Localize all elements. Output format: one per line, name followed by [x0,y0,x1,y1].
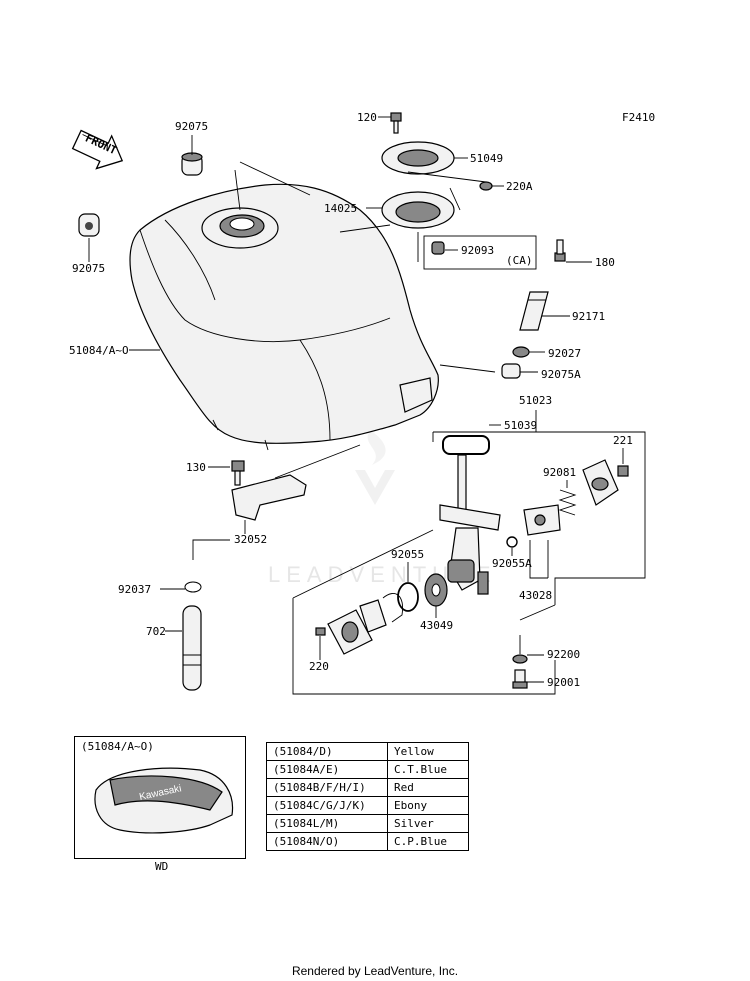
color-name-cell: Silver [387,814,469,833]
clip-92037 [184,581,202,593]
callout-221: 221 [613,434,633,447]
table-row: (51084B/F/H/I) Red [266,778,469,797]
callout-92093: 92093 [461,244,494,257]
color-table: (51084/D) Yellow (51084A/E) C.T.Blue (51… [266,742,469,851]
callout-92055A: 92055A [492,557,532,570]
callout-92055: 92055 [391,548,424,561]
inset-tank-decal: Kawasaki [94,767,234,834]
color-code-cell: (51084A/E) [266,760,388,779]
color-code-cell: (51084/D) [266,742,388,761]
callout-92001: 92001 [547,676,580,689]
color-code-cell: (51084B/F/H/I) [266,778,388,797]
table-row: (51084/D) Yellow [266,742,469,761]
diaphragm-43049 [424,573,448,607]
callout-ca: (CA) [506,254,533,267]
color-code-cell: (51084C/G/J/K) [266,796,388,815]
bolt-120 [390,112,402,134]
callout-92027: 92027 [548,347,581,360]
screw-221 [617,465,629,477]
callout-92171: 92171 [572,310,605,323]
callout-92200: 92200 [547,648,580,661]
callout-92075-top: 92075 [175,120,208,133]
color-code-cell: (51084L/M) [266,814,388,833]
oring-92055A [506,536,518,548]
callout-92037: 92037 [118,583,151,596]
callout-32052: 32052 [234,533,267,546]
callout-43049: 43049 [420,619,453,632]
cap-51049 [381,141,455,175]
cap-base-14025 [381,191,455,229]
footer-credit: Rendered by LeadVenture, Inc. [291,964,459,978]
gasket-51039 [442,435,490,455]
washer-92027 [512,346,530,358]
callout-130: 130 [186,461,206,474]
spring-92081 [558,489,577,516]
callout-92075A: 92075A [541,368,581,381]
table-row: (51084L/M) Silver [266,814,469,833]
watermark-logo [355,430,395,505]
fuel-tank [129,183,439,451]
callout-51023: 51023 [519,394,552,407]
callout-92075-left: 92075 [72,262,105,275]
bracket-32052 [231,474,307,521]
bolt-92001 [512,669,528,689]
callout-92081: 92081 [543,466,576,479]
screw-220 [315,627,326,636]
inset-caption: WD [155,860,169,873]
damper-92075-top [181,152,203,176]
table-row: (51084N/O) C.P.Blue [266,832,469,851]
callout-51084: 51084/A~O [69,344,129,357]
color-name-cell: Yellow [387,742,469,761]
front-arrow-icon [71,129,124,170]
hose-702 [182,605,202,691]
color-name-cell: Ebony [387,796,469,815]
callout-14025: 14025 [324,202,357,215]
screw-220A [479,181,493,191]
lever-plate [582,459,619,506]
color-code-cell: (51084N/O) [266,832,388,851]
color-name-cell: C.T.Blue [387,760,469,779]
callout-702: 702 [146,625,166,638]
bolt-130 [231,460,245,486]
callout-51049: 51049 [470,152,503,165]
gasket-plate [327,593,403,655]
inset-panel: (51084/A~O) [74,736,246,859]
callout-180: 180 [595,256,615,269]
callout-43028: 43028 [519,589,552,602]
plate-43028 [523,504,561,536]
inset-title: (51084/A~O) [81,740,154,753]
callout-51039: 51039 [504,419,537,432]
color-name-cell: C.P.Blue [387,832,469,851]
drain-92093 [431,241,445,255]
table-row: (51084C/G/J/K) Ebony [266,796,469,815]
callout-220A: 220A [506,180,533,193]
figure-code: F2410 [622,111,655,124]
collar-92171 [519,291,549,331]
fuel-cock-body [439,454,501,595]
ca-box [423,235,537,270]
oring-92055 [397,582,419,612]
damper-92075-left [78,213,100,237]
damper-92075A [501,363,521,379]
callout-120: 120 [357,111,377,124]
table-row: (51084A/E) C.T.Blue [266,760,469,779]
bolt-180 [554,239,566,262]
color-name-cell: Red [387,778,469,797]
callout-220: 220 [309,660,329,673]
washer-92200 [512,654,528,664]
